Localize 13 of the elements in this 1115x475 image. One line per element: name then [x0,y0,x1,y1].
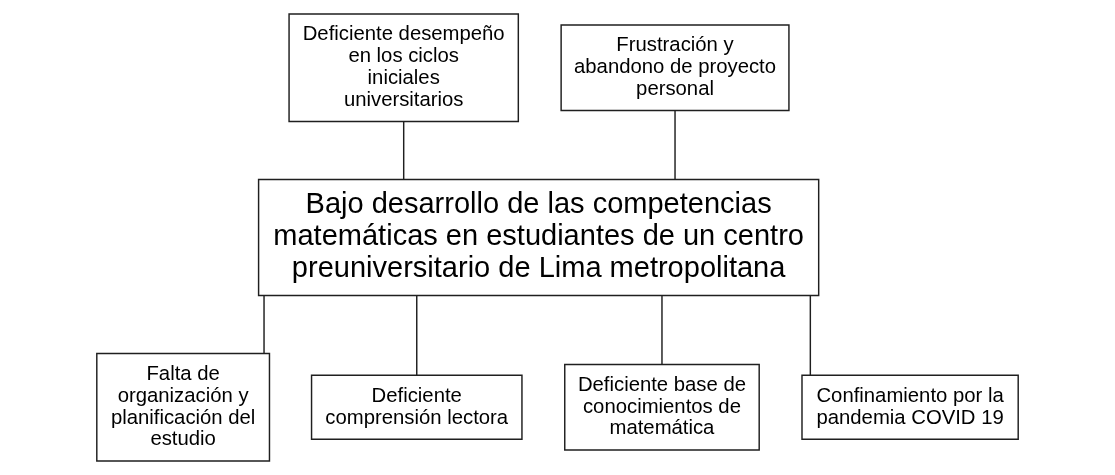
connector [416,295,418,376]
connector [661,295,663,365]
node-box: Deficiente comprensión lectora [310,374,523,440]
node-box: Confinamiento por la pandemia COVID 19 [801,374,1019,440]
connector [263,295,265,355]
connector [809,295,812,376]
connector [402,120,405,181]
node-box: Deficiente base de conocimientos de matemática [564,363,760,451]
node-box: Bajo desarrollo de las competencias matemáticas en estudiantes de un centro preuniversitario de Lima metropolitana [257,178,820,297]
node-box: Falta de organización y planificación del estudio [96,352,271,462]
node-box: Deficiente desempeño en los ciclos iniciales universitarios [288,13,520,123]
node-box: Frustración y abandono de proyecto personal [560,24,790,112]
connector [674,109,676,180]
